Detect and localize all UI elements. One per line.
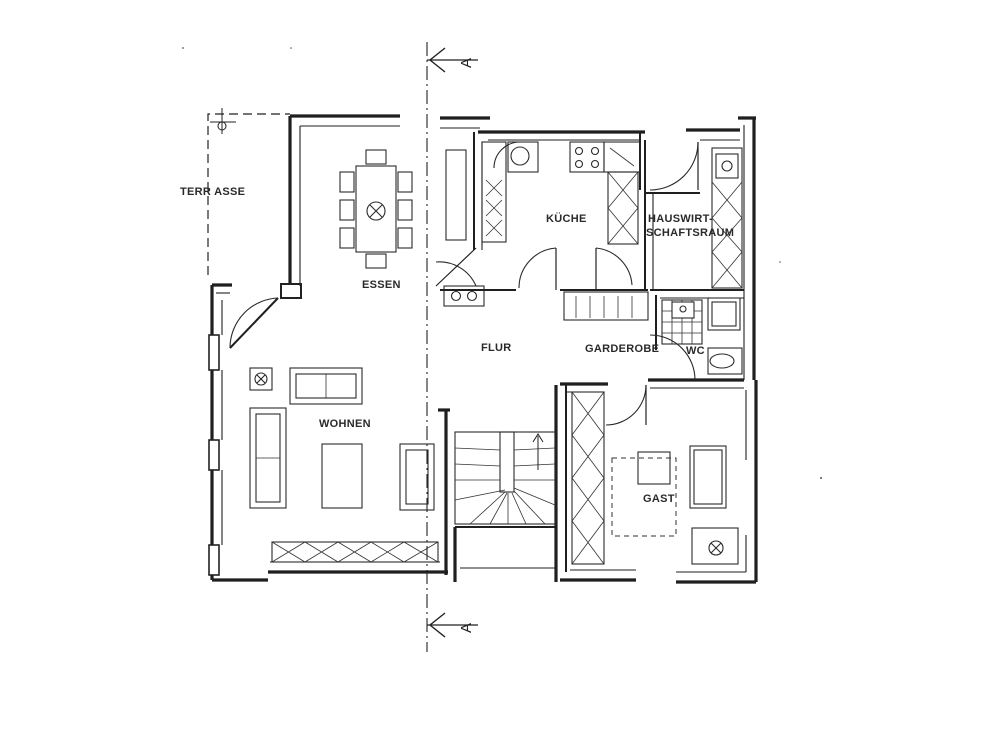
room-label-hauswirtschaftsraum-2: SCHAFTSRAUM <box>646 227 734 239</box>
room-label-gast: GAST <box>643 493 675 505</box>
dining-table <box>339 149 413 269</box>
doors <box>229 141 699 426</box>
windows-left <box>208 334 220 576</box>
room-label-garderobe: GARDEROBE <box>585 343 659 355</box>
room-label-wc: WC <box>686 345 705 357</box>
sink-flur <box>443 285 485 307</box>
interior-walls <box>438 132 744 572</box>
terrace-outline <box>207 108 290 275</box>
hwr-cabinets <box>711 147 743 289</box>
scan-specks <box>182 47 822 479</box>
kitchen-counter <box>481 141 539 243</box>
tall-cabinets <box>607 171 639 245</box>
room-label-kueche: KÜCHE <box>546 212 587 225</box>
wc-tiles <box>661 297 743 375</box>
staircase <box>454 431 556 525</box>
room-label-hauswirtschaftsraum-1: HAUSWIRT- <box>648 213 713 225</box>
tv-cabinet <box>271 541 439 563</box>
gast-wardrobe <box>571 391 605 565</box>
room-label-terrasse: TERR ASSE <box>180 186 245 198</box>
room-label-essen: ESSEN <box>362 279 401 291</box>
exterior-walls <box>210 114 758 584</box>
wardrobe <box>563 291 649 321</box>
gast-furniture <box>611 445 739 565</box>
room-label-wohnen: WOHNEN <box>319 418 371 430</box>
room-label-flur: FLUR <box>481 342 512 354</box>
section-line <box>426 42 478 652</box>
section-mark-top: A <box>458 58 475 68</box>
sofa-group <box>249 367 435 511</box>
stove <box>569 141 641 173</box>
sideboard <box>445 149 467 241</box>
section-mark-bottom: A <box>458 623 475 633</box>
